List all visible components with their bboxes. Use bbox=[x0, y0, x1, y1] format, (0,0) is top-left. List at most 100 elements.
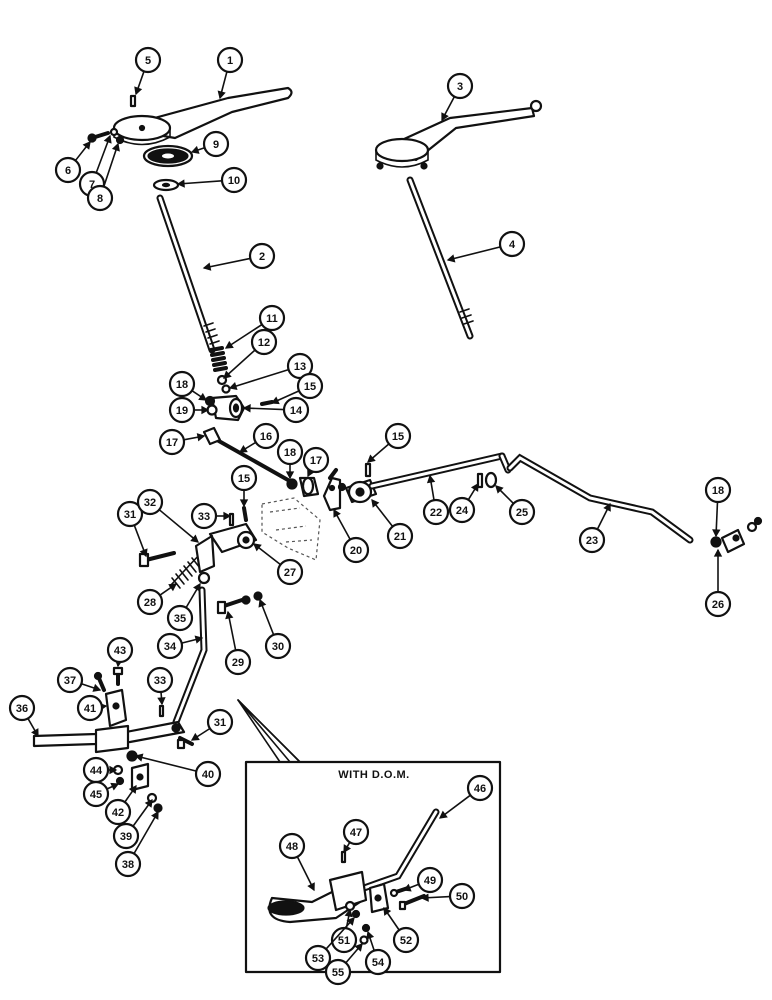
callout-number: 13 bbox=[294, 361, 306, 373]
callout-42: 42 bbox=[104, 784, 137, 826]
callout-number: 15 bbox=[238, 473, 250, 485]
callout-arrowhead bbox=[420, 893, 429, 902]
callout-ring bbox=[202, 130, 230, 158]
callout-arrowhead bbox=[367, 454, 376, 463]
callout-number: 27 bbox=[284, 567, 296, 579]
callout-ring bbox=[136, 588, 164, 616]
callout-arrowhead bbox=[239, 499, 249, 508]
callout-26: 26 bbox=[704, 548, 732, 618]
block-14 bbox=[210, 394, 246, 422]
nut-38 bbox=[153, 803, 163, 813]
callout-ring bbox=[82, 780, 110, 808]
callout-ring bbox=[508, 498, 536, 526]
callout-25: 25 bbox=[495, 485, 536, 526]
callout-ring bbox=[448, 496, 476, 524]
callout-arrowhead bbox=[190, 732, 200, 741]
callout-arrowhead bbox=[223, 511, 232, 521]
callout-ring bbox=[116, 500, 144, 528]
callout-arrowhead bbox=[110, 782, 120, 791]
callout-number: 51 bbox=[338, 935, 350, 947]
callout-arrowhead bbox=[446, 254, 456, 263]
washer-25 bbox=[484, 471, 498, 489]
callout-leader bbox=[223, 349, 256, 379]
callout-49: 49 bbox=[402, 866, 444, 894]
callout-arrowhead bbox=[383, 906, 392, 916]
inset-pointer bbox=[237, 699, 302, 763]
callout-ring bbox=[278, 832, 306, 860]
lockwasher-7 bbox=[109, 127, 119, 137]
callout-11: 11 bbox=[224, 304, 286, 349]
callout-41: 41 bbox=[76, 694, 108, 722]
callout-ring bbox=[224, 648, 252, 676]
callout-arrowhead bbox=[157, 697, 166, 706]
callout-ring bbox=[304, 944, 332, 972]
callout-number: 19 bbox=[176, 405, 188, 417]
callout-ring bbox=[76, 694, 104, 722]
callout-40: 40 bbox=[134, 753, 222, 788]
callout-arrowhead bbox=[198, 392, 208, 401]
callout-14: 14 bbox=[242, 396, 310, 424]
pin-33-a bbox=[228, 512, 235, 527]
callout-arrowhead bbox=[194, 635, 204, 644]
callout-leader bbox=[225, 323, 263, 349]
callout-ring bbox=[112, 822, 140, 850]
callout-arrowhead bbox=[712, 529, 721, 538]
callout-number: 7 bbox=[89, 179, 95, 191]
support-bracket-outline bbox=[261, 497, 321, 561]
callout-number: 18 bbox=[712, 485, 724, 497]
callout-number: 6 bbox=[65, 165, 71, 177]
bolt-29 bbox=[216, 598, 244, 615]
callout-arrowhead bbox=[441, 112, 449, 122]
callout-arrowhead bbox=[713, 548, 723, 557]
callout-13: 13 bbox=[228, 352, 314, 391]
callout-number: 37 bbox=[64, 675, 76, 687]
callout-15: 15 bbox=[230, 464, 258, 508]
callout-ring bbox=[342, 818, 370, 846]
callout-number: 14 bbox=[290, 405, 303, 417]
pin-24 bbox=[476, 472, 484, 489]
callout-18: 18 bbox=[168, 370, 208, 401]
callout-ring bbox=[302, 446, 330, 474]
callout-leader bbox=[177, 180, 223, 185]
callout-22: 22 bbox=[422, 474, 450, 526]
callout-number: 46 bbox=[474, 783, 486, 795]
callout-32: 32 bbox=[136, 488, 199, 543]
callout-ring bbox=[364, 948, 392, 976]
inset-title: WITH D.O.M. bbox=[338, 769, 410, 781]
callout-12: 12 bbox=[223, 328, 278, 379]
callout-17: 17 bbox=[158, 428, 206, 456]
callout-48: 48 bbox=[278, 832, 315, 892]
callout-number: 12 bbox=[258, 337, 270, 349]
callout-ring bbox=[422, 498, 450, 526]
callout-33: 33 bbox=[146, 666, 174, 706]
callout-arrowhead bbox=[111, 142, 120, 152]
callout-arrowhead bbox=[144, 798, 153, 808]
pin-15-a bbox=[260, 400, 274, 406]
callout-35: 35 bbox=[166, 582, 201, 632]
callout-arrowhead bbox=[217, 90, 226, 100]
callout-ring bbox=[54, 156, 82, 184]
callout-15: 15 bbox=[367, 422, 412, 463]
callout-arrowhead bbox=[603, 502, 611, 512]
callout-number: 32 bbox=[144, 497, 156, 509]
callout-ring bbox=[206, 708, 234, 736]
callout-44: 44 bbox=[82, 756, 118, 784]
nut-55 bbox=[359, 935, 369, 945]
callout-arrowhead bbox=[128, 784, 137, 794]
callout-arrowhead bbox=[270, 396, 280, 405]
callout-number: 28 bbox=[144, 597, 156, 609]
washer-13 bbox=[221, 384, 231, 394]
callout-number: 47 bbox=[350, 827, 362, 839]
pedal-48 bbox=[267, 870, 368, 924]
rod-4 bbox=[406, 176, 474, 340]
callout-arrowhead bbox=[470, 482, 479, 492]
callout-number: 31 bbox=[124, 509, 136, 521]
callout-number: 10 bbox=[228, 175, 240, 187]
callout-ring bbox=[282, 396, 310, 424]
callout-ring bbox=[136, 488, 164, 516]
hand-lever-3 bbox=[374, 99, 543, 170]
callout-number: 25 bbox=[516, 507, 528, 519]
callout-arrowhead bbox=[285, 471, 295, 480]
callout-arrowhead bbox=[223, 370, 232, 379]
callout-leader bbox=[135, 755, 197, 772]
